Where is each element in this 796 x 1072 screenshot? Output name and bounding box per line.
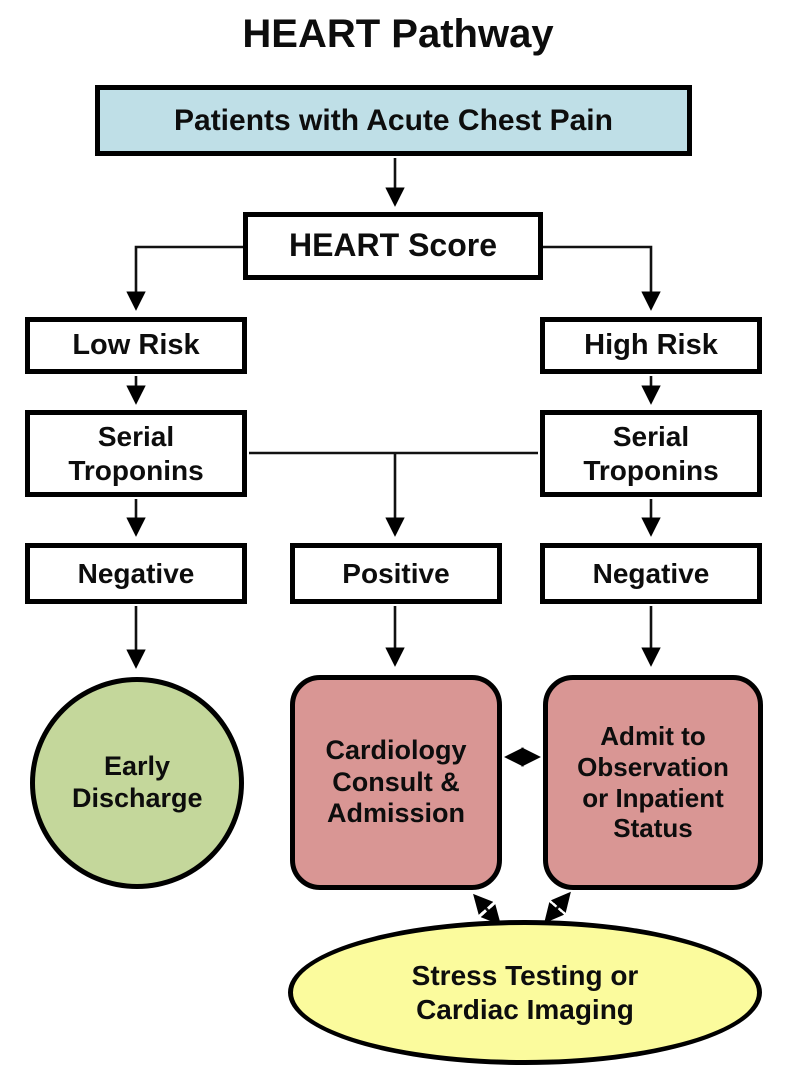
node-high-risk-label: High Risk bbox=[584, 329, 718, 362]
node-serial-troponins-left-label: Serial Troponins bbox=[68, 421, 204, 486]
double-arrow-cardiology-stress bbox=[473, 893, 501, 926]
node-high-risk: High Risk bbox=[540, 317, 762, 374]
double-arrow-admit-stress bbox=[544, 891, 571, 924]
node-serial-troponins-right: Serial Troponins bbox=[540, 410, 762, 497]
node-cardiology-consult-admission: Cardiology Consult & Admission bbox=[290, 675, 502, 890]
node-positive: Positive bbox=[290, 543, 502, 604]
node-patients-acute-chest-pain: Patients with Acute Chest Pain bbox=[95, 85, 692, 156]
node-low-risk-label: Low Risk bbox=[72, 329, 200, 362]
node-cardiology-label: Cardiology Consult & Admission bbox=[325, 734, 467, 829]
node-negative-left-label: Negative bbox=[77, 557, 195, 589]
node-low-risk: Low Risk bbox=[25, 317, 247, 374]
page-title: HEART Pathway bbox=[242, 12, 554, 56]
node-positive-label: Positive bbox=[342, 557, 450, 589]
node-admit-label: Admit to Observation or Inpatient Status bbox=[577, 721, 729, 844]
node-admit-observation-inpatient: Admit to Observation or Inpatient Status bbox=[543, 675, 763, 890]
node-negative-right-label: Negative bbox=[592, 557, 710, 589]
node-stress-testing-label: Stress Testing or Cardiac Imaging bbox=[411, 960, 639, 1025]
node-serial-troponins-right-label: Serial Troponins bbox=[583, 421, 719, 486]
node-serial-troponins-left: Serial Troponins bbox=[25, 410, 247, 497]
connector-score-to-highrisk bbox=[543, 245, 661, 311]
connector-score-to-lowrisk bbox=[126, 245, 243, 311]
node-early-discharge: Early Discharge bbox=[30, 677, 244, 889]
node-heart-score: HEART Score bbox=[243, 212, 543, 280]
node-negative-left: Negative bbox=[25, 543, 247, 604]
node-negative-right: Negative bbox=[540, 543, 762, 604]
node-stress-testing-cardiac-imaging: Stress Testing or Cardiac Imaging bbox=[288, 920, 762, 1065]
node-heart-score-label: HEART Score bbox=[288, 227, 498, 264]
node-patients-label: Patients with Acute Chest Pain bbox=[174, 103, 613, 137]
node-early-discharge-label: Early Discharge bbox=[72, 751, 203, 813]
